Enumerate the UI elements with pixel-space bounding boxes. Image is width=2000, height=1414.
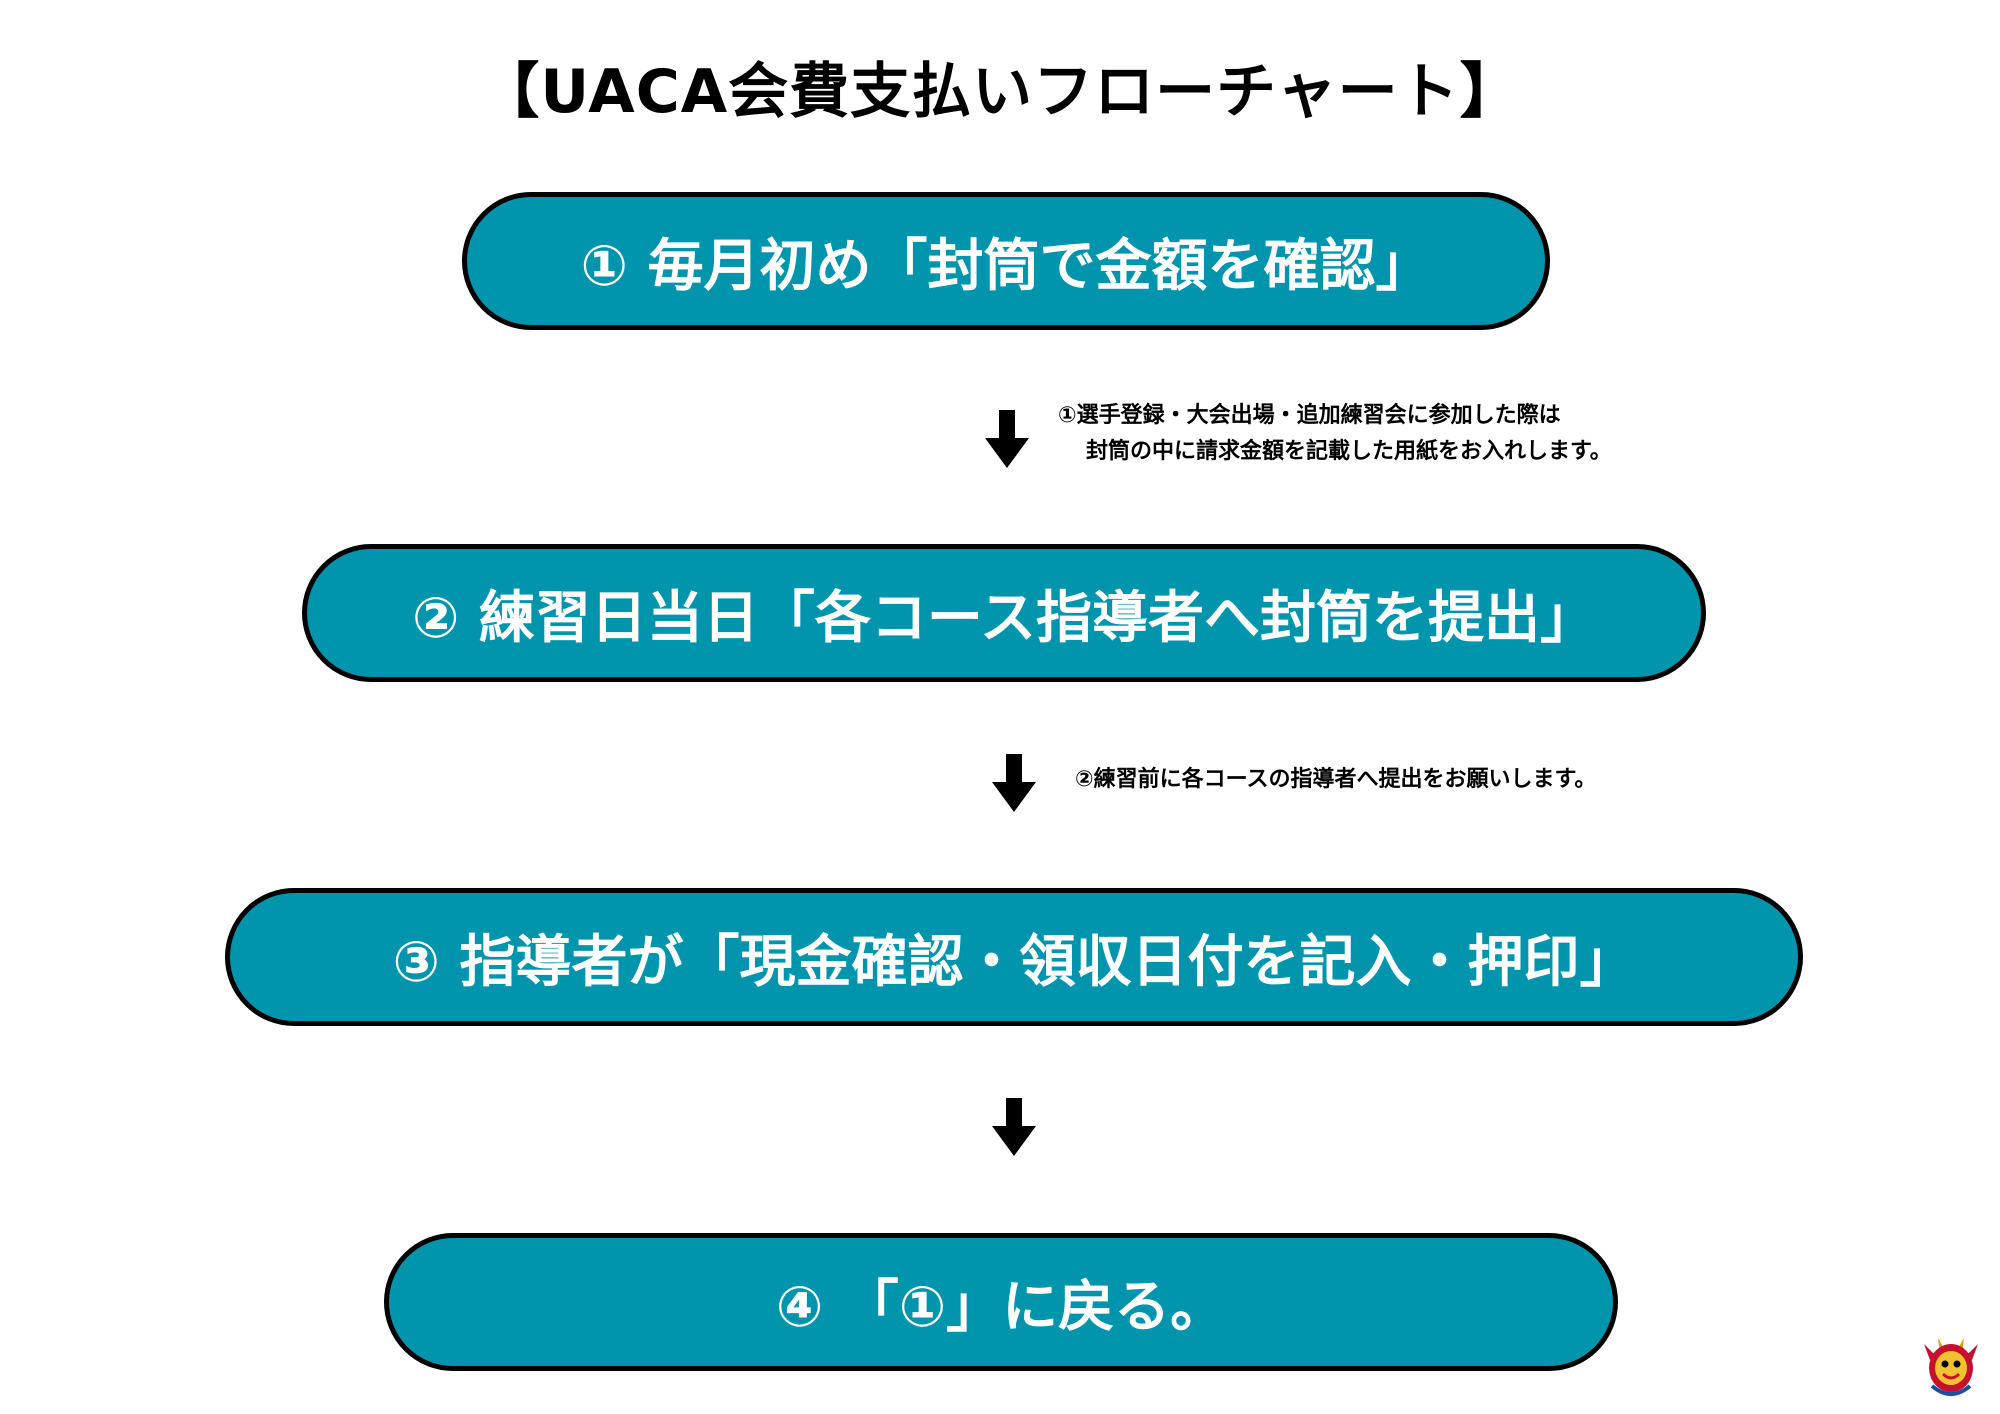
flow-step-2-label: ② 練習日当日「各コース指導者へ封筒を提出」 bbox=[411, 585, 1597, 651]
note-1-line-1: ①選手登録・大会出場・追加練習会に参加した際は bbox=[1058, 403, 1561, 428]
down-arrow-icon bbox=[985, 410, 1029, 468]
page-title: 【UACA会費支払いフローチャート】 bbox=[479, 57, 1521, 127]
flow-step-1-label: ① 毎月初め「封筒で金額を確認」 bbox=[580, 233, 1432, 299]
note-2-line-1: ②練習前に各コースの指導者へ提出をお願いします。 bbox=[1075, 767, 1597, 792]
note-1-line-2: 封筒の中に請求金額を記載した用紙をお入れします。 bbox=[1086, 439, 1612, 464]
flow-step-4: ④ 「①」に戻る。 bbox=[384, 1233, 1618, 1371]
flow-step-3: ③ 指導者が「現金確認・領収日付を記入・押印」 bbox=[225, 888, 1803, 1026]
flow-step-4-label: ④ 「①」に戻る。 bbox=[775, 1274, 1227, 1340]
flow-step-3-label: ③ 指導者が「現金確認・領収日付を記入・押印」 bbox=[392, 929, 1636, 995]
down-arrow-icon bbox=[992, 754, 1036, 812]
note-1: ①選手登録・大会出場・追加練習会に参加した際は 封筒の中に請求金額を記載した用紙… bbox=[1058, 398, 1612, 470]
club-emblem-logo bbox=[1924, 1338, 1978, 1396]
down-arrow-icon bbox=[992, 1098, 1036, 1156]
flow-step-2: ② 練習日当日「各コース指導者へ封筒を提出」 bbox=[302, 544, 1706, 682]
flow-step-1: ① 毎月初め「封筒で金額を確認」 bbox=[462, 192, 1550, 330]
note-2: ②練習前に各コースの指導者へ提出をお願いします。 bbox=[1075, 762, 1596, 798]
